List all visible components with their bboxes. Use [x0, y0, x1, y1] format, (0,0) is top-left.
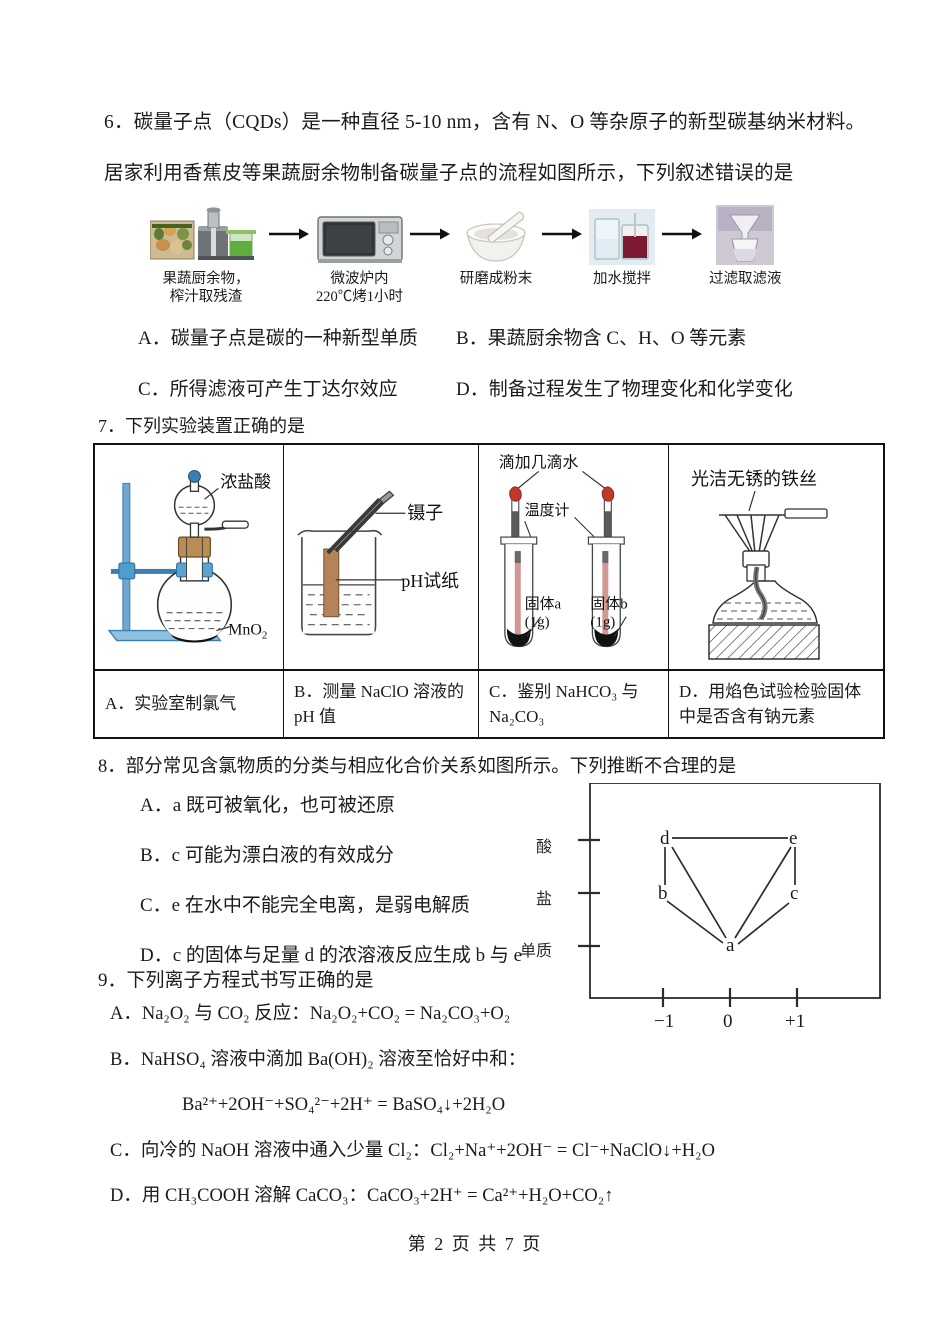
- q8-option-d[interactable]: D．c 的固体与足量 d 的浓溶液反应生成 b 与 e: [140, 945, 523, 966]
- q8-stem: 8．部分常见含氯物质的分类与相应化合价关系如图所示。下列推断不合理的是: [98, 757, 737, 777]
- test-tube-b: [587, 536, 625, 648]
- chart-point-b: b: [658, 883, 668, 904]
- chart-xtick-plus1: +1: [785, 1011, 805, 1032]
- q6-option-b[interactable]: B．果蔬厨余物含 C、H、O 等元素: [456, 328, 747, 349]
- chart-ytick-salt: 盐: [536, 891, 553, 908]
- label-tweezers: 镊子: [407, 503, 443, 523]
- q6-option-c[interactable]: C．所得滤液可产生丁达尔效应: [138, 378, 398, 400]
- label-ph-paper: pH试纸: [401, 571, 459, 591]
- q9-options: A．Na₂O₂ 与 CO₂ 反应：Na₂O₂+CO₂ = Na₂CO₃+O₂ B…: [110, 1000, 900, 1228]
- chart-edges: [664, 837, 796, 945]
- q6-options-row-1: A．碳量子点是碳的一种新型单质 B．果蔬厨余物含 C、H、O 等元素: [138, 325, 898, 354]
- q7-caption-a[interactable]: A．实验室制氯气: [95, 671, 284, 738]
- chart-xtick-minus1: −1: [654, 1011, 674, 1032]
- q7-figure-cell-d: 光洁无锈的铁丝: [669, 445, 883, 669]
- q7-stem: 7．下列实验装置正确的是: [98, 416, 305, 436]
- flow-arrow-3: [535, 203, 589, 265]
- flow-step-4: 加水搅拌: [589, 203, 655, 288]
- q8-options: A．a 既可被氧化，也可被还原 B．c 可能为漂白液的有效成分 C．e 在水中不…: [140, 790, 540, 990]
- label-solid-b: 固体b: [590, 596, 627, 613]
- q7-caption-d[interactable]: D．用焰色试验检验固体中是否含有钠元素: [679, 682, 862, 726]
- q8-option-b[interactable]: B．c 可能为漂白液的有效成分: [140, 845, 394, 866]
- page-footer: 第 2 页 共 7 页: [407, 1234, 543, 1254]
- q7-caption-b[interactable]: B．测量 NaClO 溶液的 pH 值: [284, 671, 479, 738]
- q9-option-d[interactable]: D．用 CH₃COOH 溶解 CaCO₃：CaCO₃+2H⁺ = Ca²⁺+H₂…: [110, 1186, 614, 1207]
- label-solid-b-mass: (1g): [590, 615, 615, 631]
- q6-option-d[interactable]: D．制备过程发生了物理变化和化学变化: [456, 378, 793, 400]
- q6-stem-line2: 居家利用香蕉皮等果蔬厨余物制备碳量子点的流程如图所示，下列叙述错误的是: [104, 163, 794, 185]
- q6-option-a[interactable]: A．碳量子点是碳的一种新型单质: [138, 328, 418, 349]
- label-concentrated-hcl: 浓盐酸: [220, 472, 271, 491]
- label-clean-iron-wire: 光洁无锈的铁丝: [691, 469, 817, 489]
- q9-stem: 9．下列离子方程式书写正确的是: [98, 970, 374, 991]
- label-solid-a-mass: (1g): [525, 615, 550, 631]
- test-tube-a: [500, 536, 538, 648]
- flow-step-3-caption: 研磨成粉末: [459, 271, 533, 287]
- flow-step-1: 果蔬厨余物， 榨汁取残渣: [150, 203, 262, 306]
- test-tube-thermometer-figure: 滴加几滴水 温度计: [499, 453, 628, 648]
- chart-point-c: c: [790, 883, 798, 904]
- q8-valence-category-chart: d e b c a −1 0 +1: [578, 782, 881, 1032]
- q7-figure-cell-a: 浓盐酸 MnO2: [95, 445, 284, 669]
- question-6: 6．碳量子点（CQDs）是一种直径 5-10 nm，含有 N、O 等杂原子的新型…: [104, 108, 894, 189]
- q8-chart-wrapper: 酸 盐 单质 d e: [520, 782, 890, 1033]
- q9-option-b-equation: Ba²⁺+2OH⁻+SO₄²⁻+2H⁺ = BaSO₄↓+2H₂O: [182, 1095, 506, 1116]
- q9-option-b[interactable]: B．NaHSO₄ 溶液中滴加 Ba(OH)₂ 溶液至恰好中和：: [110, 1049, 527, 1070]
- label-add-water-drops: 滴加几滴水: [499, 453, 579, 471]
- q6-flow-diagram: 果蔬厨余物， 榨汁取残渣 微波炉内 220℃烤1小时: [150, 203, 810, 313]
- q6-stem-line1: 6．碳量子点（CQDs）是一种直径 5-10 nm，含有 N、O 等杂原子的新型…: [104, 112, 866, 133]
- ph-paper-beaker-figure: 镊子 pH试纸: [297, 490, 459, 636]
- microwave-oven-icon: [316, 203, 403, 265]
- flow-arrow-4: [655, 203, 709, 265]
- vegetable-juicer-icon: [150, 203, 262, 265]
- flow-step-2-caption: 微波炉内 220℃烤1小时: [316, 271, 403, 306]
- q7-figure-cell-b: 镊子 pH试纸: [284, 445, 479, 669]
- chart-point-a: a: [726, 935, 735, 956]
- filter-funnel-icon: [716, 203, 775, 265]
- flow-step-4-caption: 加水搅拌: [593, 271, 651, 287]
- dropper-left: [509, 486, 522, 540]
- chart-xtick-zero: 0: [723, 1011, 733, 1032]
- mortar-pestle-icon: [457, 203, 535, 265]
- flow-step-5-caption: 过滤取滤液: [709, 271, 782, 287]
- chart-point-d: d: [660, 828, 670, 849]
- q7-apparatus-table: 浓盐酸 MnO2: [93, 443, 885, 740]
- q8-option-c[interactable]: C．e 在水中不能完全电离，是弱电解质: [140, 895, 470, 916]
- label-thermometer: 温度计: [525, 502, 570, 519]
- q7-figure-cell-c: 滴加几滴水 温度计: [479, 445, 669, 669]
- q6-options: A．碳量子点是碳的一种新型单质 B．果蔬厨余物含 C、H、O 等元素 C．所得滤…: [138, 325, 898, 426]
- flow-step-5: 过滤取滤液: [709, 203, 782, 288]
- q9-option-c[interactable]: C．向冷的 NaOH 溶液中通入少量 Cl₂：Cl₂+Na⁺+2OH⁻ = Cl…: [110, 1140, 715, 1161]
- chart-point-e: e: [789, 828, 797, 849]
- chart-ytick-element: 单质: [520, 943, 553, 960]
- flow-arrow-1: [262, 203, 316, 265]
- chart-ytick-acid: 酸: [536, 839, 553, 856]
- q8-option-a[interactable]: A．a 既可被氧化，也可被还原: [140, 795, 395, 816]
- label-mno2: MnO2: [228, 622, 267, 642]
- q7-caption-row: A．实验室制氯气 B．测量 NaClO 溶液的 pH 值 C．鉴别 NaHCO₃…: [95, 669, 883, 738]
- label-solid-a: 固体a: [525, 596, 562, 613]
- q7-figure-row: 浓盐酸 MnO2: [95, 445, 883, 669]
- chlorine-generator-figure: 浓盐酸 MnO2: [107, 469, 271, 643]
- flow-step-2: 微波炉内 220℃烤1小时: [316, 203, 403, 306]
- flame-test-figure: 光洁无锈的铁丝: [691, 469, 828, 660]
- dropper-right: [601, 486, 615, 540]
- q7-caption-c[interactable]: C．鉴别 NaHCO₃ 与 Na₂CO₃: [479, 671, 669, 738]
- beaker-stirring-icon: [589, 203, 655, 265]
- q9-option-a[interactable]: A．Na₂O₂ 与 CO₂ 反应：Na₂O₂+CO₂ = Na₂CO₃+O₂: [110, 1004, 511, 1024]
- q6-options-row-2: C．所得滤液可产生丁达尔效应 D．制备过程发生了物理变化和化学变化: [138, 376, 898, 405]
- flow-step-1-caption: 果蔬厨余物， 榨汁取残渣: [162, 271, 250, 306]
- flow-arrow-2: [403, 203, 457, 265]
- flow-step-3: 研磨成粉末: [457, 203, 535, 288]
